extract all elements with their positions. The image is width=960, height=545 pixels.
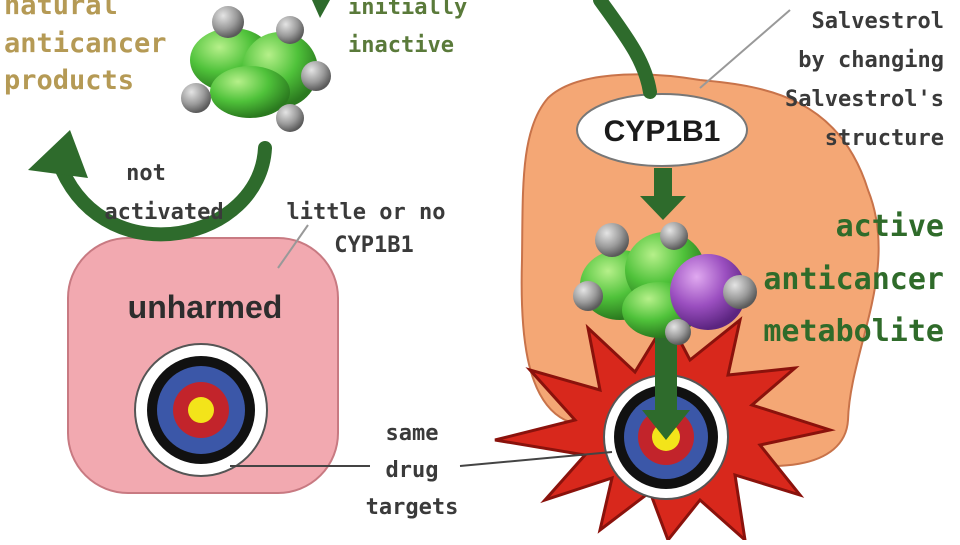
arrow-cyp-to-molecule (640, 168, 686, 220)
pointer-line-structure (699, 9, 791, 89)
label-initially: initially (348, 0, 467, 20)
label-structure: structure (825, 126, 944, 151)
label-not: not (126, 161, 166, 186)
label-activated: activated (104, 200, 223, 225)
pointer-line-cyp-healthy (277, 224, 309, 269)
active-metabolite-molecule (573, 222, 757, 345)
top-arrowhead-left (312, 0, 330, 18)
label-active: active (836, 209, 944, 244)
activation-arrow-to-target (642, 330, 690, 440)
label-targets: targets (366, 495, 459, 520)
label-cyp1b1-small: CYP1B1 (334, 233, 413, 258)
label-same: same (386, 421, 439, 446)
cyp1b1-enzyme-label: CYP1B1 (604, 115, 721, 148)
label-products: products (4, 65, 134, 96)
label-inactive: inactive (348, 33, 454, 58)
not-activated-arrow (55, 141, 272, 242)
label-drug: drug (386, 458, 439, 483)
label-little-or-no: little or no (287, 200, 446, 225)
not-activated-arrowhead (28, 130, 88, 178)
pointer-line-targets-right (459, 451, 613, 467)
label-unharmed: unharmed (128, 289, 283, 325)
label-natural: natural (4, 0, 118, 21)
label-by-changing: by changing (798, 48, 944, 73)
incoming-arrow-right (593, 0, 657, 99)
label-metabolite: metabolite (763, 314, 944, 349)
drug-target-healthy (134, 343, 268, 477)
label-anticancer-metabolite: anticancer (763, 262, 944, 297)
label-salvestrols: Salvestrol's (785, 87, 944, 112)
cyp1b1-enzyme-oval (576, 93, 748, 167)
inactive-salvestrol-molecule (181, 6, 331, 132)
label-anticancer: anticancer (4, 28, 167, 59)
label-salvestrol: Salvestrol (812, 9, 944, 34)
